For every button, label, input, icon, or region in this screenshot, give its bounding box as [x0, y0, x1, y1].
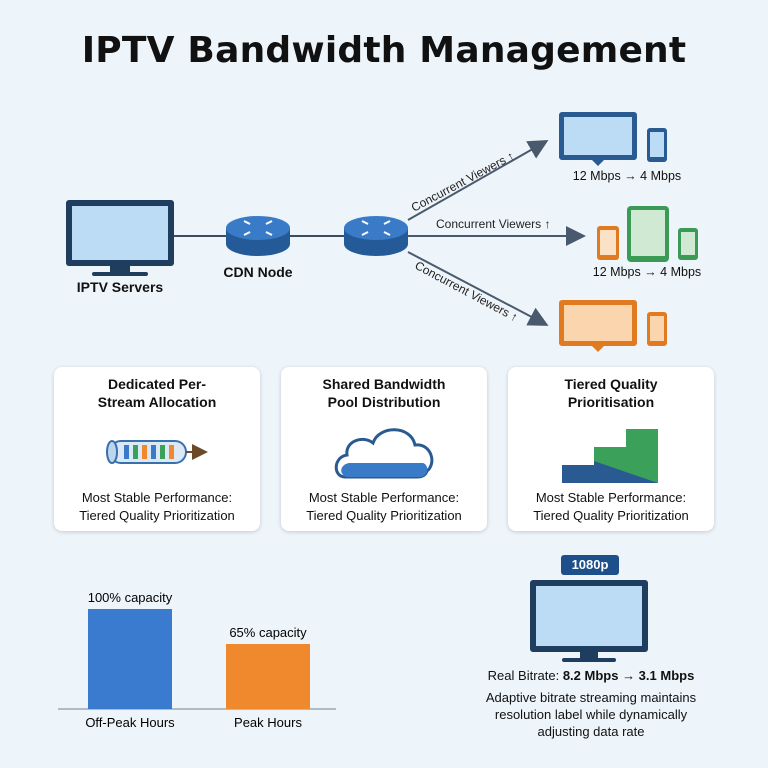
bar-category-label-1: Peak Hours	[234, 715, 302, 730]
arrow-up	[407, 140, 549, 221]
card-dedicated: Dedicated Per- Stream Allocation Most St…	[54, 367, 260, 531]
card-subtitle: Most Stable Performance: Tiered Quality …	[533, 490, 689, 523]
card-shared: Shared Bandwidth Pool Distribution Most …	[281, 367, 487, 531]
cdn-label: CDN Node	[223, 264, 293, 280]
bar-data-label-1: 65% capacity	[229, 625, 307, 640]
phone-icon	[647, 128, 667, 162]
tablet-green-icon	[627, 206, 669, 262]
cloud-icon	[334, 428, 434, 479]
page-title: IPTV Bandwidth Management	[81, 30, 687, 71]
bar-data-label-0: 100% capacity	[88, 590, 173, 605]
card-subtitle: Most Stable Performance: Tiered Quality …	[79, 490, 235, 523]
distribution-router-icon	[344, 216, 408, 256]
display-monitor-icon	[530, 580, 648, 662]
card-subtitle: Most Stable Performance: Tiered Quality …	[306, 490, 462, 523]
bitrate-text: Real Bitrate: 8.2 Mbps → 3.1 Mbps	[487, 668, 695, 683]
tier-steps-icon	[562, 429, 658, 483]
card-tiered: Tiered Quality Prioritisation Most Stabl…	[508, 367, 714, 531]
rate-label-top: 12 Mbps → 4 Mbps	[572, 169, 682, 183]
bar-1	[226, 644, 310, 709]
phone-orange-2-icon	[647, 312, 667, 346]
bar-category-label-0: Off-Peak Hours	[85, 715, 175, 730]
tv-icon	[559, 112, 637, 166]
card-title: Shared Bandwidth Pool Distribution	[322, 376, 446, 410]
rate-label-mid: 12 Mbps → 4 Mbps	[592, 265, 702, 279]
server-label: IPTV Servers	[76, 279, 164, 295]
server-monitor-icon	[66, 200, 174, 276]
phone-orange-icon	[597, 226, 619, 260]
card-title: Dedicated Per- Stream Allocation	[97, 376, 217, 410]
arrow-label-mid: Concurrent Viewers ↑	[436, 217, 551, 231]
pipe-icon	[106, 440, 208, 464]
cdn-router-icon	[226, 216, 290, 256]
abr-description: Adaptive bitrate streaming maintains res…	[485, 690, 697, 739]
resolution-badge: 1080p	[561, 555, 619, 575]
phone-green-icon	[678, 228, 698, 260]
arrow-down	[407, 251, 549, 326]
bar-0	[88, 609, 172, 709]
card-title: Tiered Quality Prioritisation	[564, 376, 658, 410]
tv-orange-icon	[559, 300, 637, 352]
